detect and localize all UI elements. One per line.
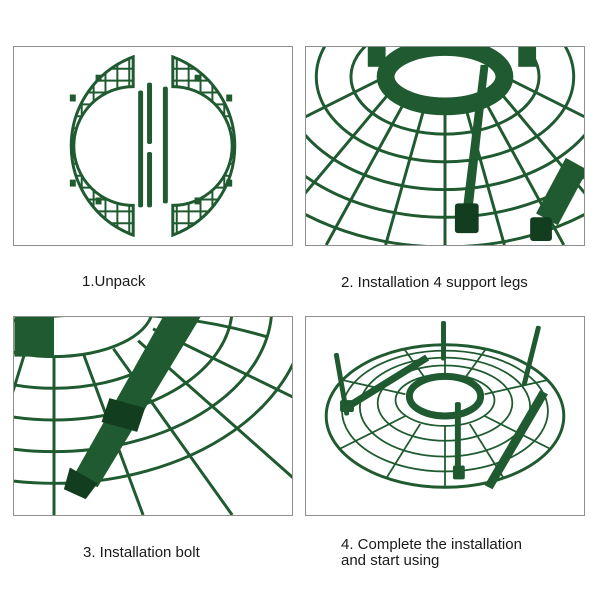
step-2-image [305, 46, 585, 246]
step-4-image [305, 316, 585, 516]
step-1-caption: 1.Unpack [82, 273, 146, 290]
left-half-grid [71, 56, 134, 236]
step-1-image [13, 46, 293, 246]
right-half-grid [172, 56, 235, 236]
step-2-caption: 2. Installation 4 support legs [341, 274, 528, 291]
step-3-image [13, 316, 293, 516]
support-legs [138, 82, 168, 208]
step-3-caption: 3. Installation bolt [83, 544, 200, 561]
step-4-caption: 4. Complete the installation and start u… [341, 536, 522, 569]
